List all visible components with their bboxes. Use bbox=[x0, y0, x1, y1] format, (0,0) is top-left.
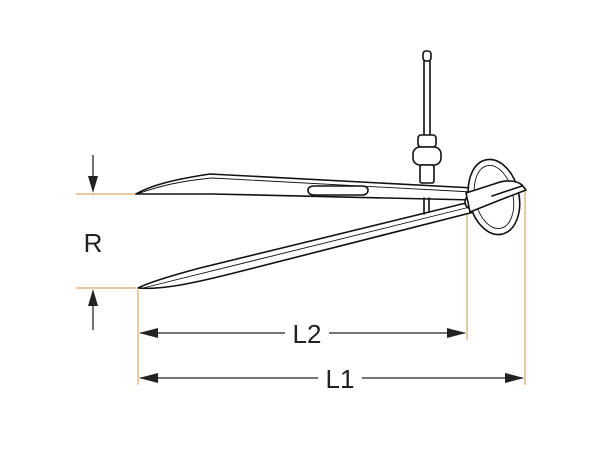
logo-text: KS TOOLS bbox=[320, 189, 356, 196]
upper-leg-bevel bbox=[139, 177, 473, 194]
leg-link bbox=[423, 197, 430, 215]
spring-divider-tool: KS TOOLS bbox=[135, 50, 527, 290]
l1-label-background bbox=[318, 363, 362, 393]
radius-label: R bbox=[84, 228, 103, 258]
l2-arrow-right-head bbox=[447, 328, 466, 338]
hinge-spring bbox=[464, 158, 527, 236]
l1-arrow-left-head bbox=[139, 373, 158, 383]
screw-stem bbox=[419, 164, 435, 184]
l2-arrow-left-head bbox=[139, 328, 158, 338]
l1-arrow-right-head bbox=[505, 373, 524, 383]
ks-tools-logo: KS TOOLS bbox=[307, 185, 369, 196]
logo-badge bbox=[307, 185, 369, 196]
radius-arrow-top-head bbox=[88, 176, 98, 193]
radius-dimension: R bbox=[84, 155, 103, 330]
adjusting-screw bbox=[412, 50, 442, 184]
screw-rod-top bbox=[422, 50, 432, 62]
hinge-head bbox=[465, 180, 527, 213]
hinge-pin bbox=[491, 185, 523, 197]
l2-label-background bbox=[285, 318, 329, 348]
screw-collar bbox=[417, 134, 437, 148]
radius-arrow-bottom-head bbox=[88, 289, 98, 306]
screw-rod bbox=[423, 60, 431, 136]
l2-dimension: L2 bbox=[139, 318, 466, 349]
l1-label: L1 bbox=[326, 364, 355, 394]
lower-leg-bevel bbox=[142, 206, 471, 289]
l1-dimension: L1 bbox=[139, 363, 524, 394]
l2-label: L2 bbox=[293, 319, 322, 349]
screw-knob bbox=[412, 146, 442, 166]
extension-lines bbox=[76, 188, 526, 385]
lower-leg bbox=[137, 202, 475, 290]
